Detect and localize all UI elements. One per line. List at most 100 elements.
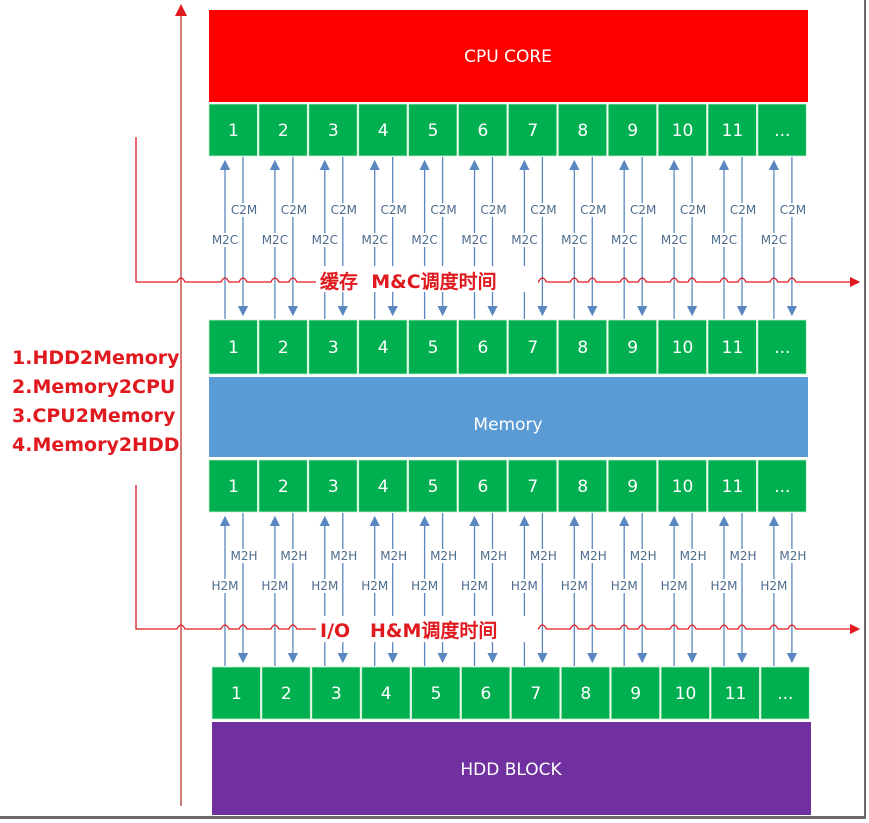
hdd-cell: 8 (560, 666, 611, 720)
label-bg (528, 203, 559, 217)
up-arrow-label: M2C (661, 233, 687, 247)
down-arrow-label: C2M (780, 203, 806, 217)
cell-box (507, 319, 558, 375)
label-bg (510, 579, 541, 593)
cell-box (408, 103, 458, 157)
cell-box (607, 459, 658, 513)
cell-box (710, 666, 760, 720)
cell-number: 2 (278, 477, 289, 497)
cell-box (258, 459, 308, 513)
label-bg (560, 233, 591, 247)
hdd-cell: 4 (361, 666, 411, 720)
label-bg (610, 579, 641, 593)
cell-number: 10 (672, 121, 694, 141)
down-arrow-label: M2H (430, 549, 457, 563)
label-bg (428, 203, 459, 217)
cell-box (308, 459, 358, 513)
arrow-pair: C2M M2C (360, 157, 409, 319)
hdd-cell: 3 (311, 666, 361, 720)
memory-bottom-cell: 10 (657, 459, 707, 513)
cpu-memory-transfer-arrows: C2MM2CC2MM2CC2MM2CC2MM2CC2MM2CC2MM2CC2MM… (211, 157, 808, 319)
label-bg (678, 203, 709, 217)
memory-top-cell: 2 (258, 319, 308, 375)
legend-item: 2.Memory2CPU (12, 376, 176, 398)
cell-box (707, 459, 757, 513)
memory-bottom-cell: ... (757, 459, 807, 513)
cell-box (557, 459, 608, 513)
down-arrow-label: M2H (680, 549, 707, 563)
memory-top-cell: ... (757, 319, 807, 375)
memory-top-cell: 9 (607, 319, 658, 375)
cell-box (308, 319, 358, 375)
down-arrow-label: M2H (330, 549, 357, 563)
cell-box (557, 103, 608, 157)
cell-number: 3 (328, 121, 339, 141)
hdd-cell: 2 (261, 666, 311, 720)
cell-number: 6 (481, 684, 492, 704)
cell-box (507, 103, 558, 157)
label-bg (777, 203, 808, 217)
down-arrow-label: C2M (630, 203, 656, 217)
up-arrow-label: H2M (461, 579, 488, 593)
cell-number: ... (774, 338, 790, 358)
label-bg (610, 233, 641, 247)
label-bg (510, 233, 541, 247)
cell-number: 4 (378, 121, 389, 141)
up-arrow-label: H2M (511, 579, 538, 593)
memory-bottom-cell: 3 (308, 459, 358, 513)
memory-bottom-cell: 9 (607, 459, 658, 513)
label-bg (260, 233, 291, 247)
up-arrow-label: H2M (211, 579, 238, 593)
cell-box (657, 103, 707, 157)
cell-box (358, 319, 408, 375)
arrow-pair: C2M M2C (759, 157, 808, 319)
label-bg (578, 549, 609, 563)
cell-number: 7 (530, 684, 541, 704)
label-bg (777, 549, 808, 563)
down-arrow-label: C2M (381, 203, 407, 217)
cell-box (557, 319, 608, 375)
cell-box (458, 319, 508, 375)
label-bg (360, 233, 391, 247)
down-arrow-label: C2M (480, 203, 506, 217)
down-arrow-label: M2H (480, 549, 507, 563)
label-bg (260, 579, 291, 593)
cell-number: 4 (378, 477, 389, 497)
up-arrow-label: M2C (362, 233, 388, 247)
label-bg (410, 579, 441, 593)
cell-box (208, 459, 258, 513)
cell-box (258, 103, 308, 157)
hdd-cell: 11 (710, 666, 760, 720)
cell-number: 8 (580, 684, 591, 704)
cell-number: 11 (725, 684, 747, 704)
cell-number: 11 (722, 338, 744, 358)
cell-box (208, 319, 258, 375)
cell-box (560, 666, 611, 720)
memory-hdd-transfer-arrows: M2HH2MM2HH2MM2HH2MM2HH2MM2HH2MM2HH2MM2HH… (211, 513, 808, 666)
cpu-cell: 5 (408, 103, 458, 157)
down-arrow-label: C2M (430, 203, 456, 217)
cell-box (411, 666, 461, 720)
up-arrow-label: H2M (361, 579, 388, 593)
label-bg (478, 203, 509, 217)
memory-top-cell: 5 (408, 319, 458, 375)
cell-box (610, 666, 661, 720)
label-bg (728, 203, 758, 217)
up-arrow-label: M2C (212, 233, 238, 247)
label-bg (211, 233, 241, 247)
hdd-cell: ... (760, 666, 810, 720)
cell-number: 1 (228, 338, 239, 358)
legend-item: 1.HDD2Memory (12, 347, 180, 369)
label-bg (278, 549, 309, 563)
up-arrow-label: M2C (761, 233, 787, 247)
arrow-pair: M2H H2M (460, 513, 509, 666)
